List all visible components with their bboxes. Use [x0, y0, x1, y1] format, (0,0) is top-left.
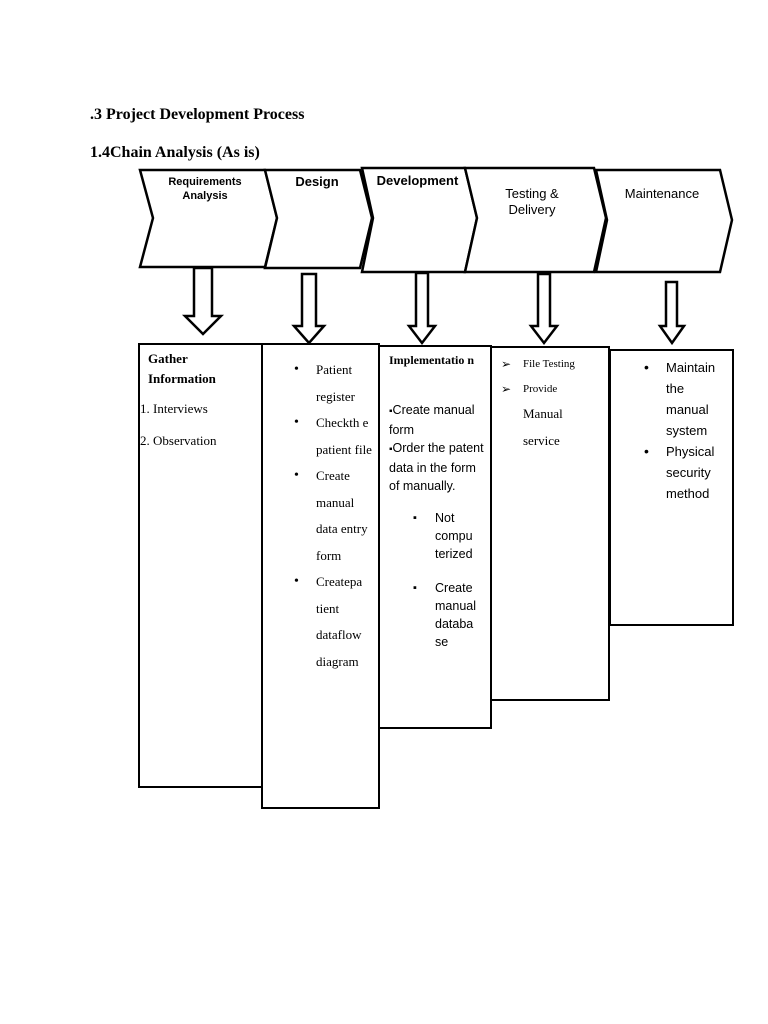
chevron-design	[263, 168, 374, 270]
list-item: Createpa tient dataflow diagram	[294, 569, 376, 675]
list-item: File Testing	[501, 352, 607, 377]
list-item: Provide	[501, 377, 607, 402]
development-sublist: Not compu terized Create manual databa s…	[413, 509, 489, 651]
chevron-testing-delivery	[463, 166, 608, 274]
down-arrow-design	[291, 272, 327, 345]
down-arrow-requirements	[181, 266, 225, 336]
down-arrow-testing	[528, 272, 560, 346]
box-requirements-title: Gather Information	[148, 351, 216, 386]
stage-label-testing-delivery: Testing & Delivery	[505, 186, 559, 218]
box-development-title: Implementatio n	[389, 353, 474, 367]
testing-list: File Testing Provide	[501, 352, 607, 402]
stage-label-development: Development	[376, 173, 459, 188]
list-item: ▪Create manual form	[389, 403, 475, 437]
box-design: Patient register Checkth e patient file …	[261, 343, 380, 809]
list-item: Patient register	[294, 357, 376, 410]
testing-extra-text: Manual service	[523, 406, 563, 448]
subsection-heading: 1.4Chain Analysis (As is)	[90, 144, 260, 161]
box-testing: File Testing Provide Manual service	[490, 346, 610, 701]
list-item: Not compu terized	[413, 509, 489, 563]
list-item: Create manual databa se	[413, 579, 489, 651]
down-arrow-development	[406, 271, 438, 346]
maintenance-list: Maintain the manual system Physical secu…	[644, 357, 730, 504]
stage-label-maintenance: Maintenance	[624, 186, 700, 201]
chevron-maintenance	[594, 168, 734, 274]
box-development: Implementatio n ▪Create manual form ▪Ord…	[378, 345, 492, 729]
box-maintenance: Maintain the manual system Physical secu…	[609, 349, 734, 626]
list-item: Maintain the manual system	[644, 357, 730, 441]
section-heading: .3 Project Development Process	[90, 106, 305, 123]
stage-label-design: Design	[295, 174, 339, 189]
down-arrow-maintenance	[657, 280, 687, 346]
list-item: 2. Observation	[140, 433, 217, 448]
list-item: ▪Order the patent data in the form of ma…	[389, 441, 484, 493]
development-list: ▪Create manual form ▪Order the patent da…	[389, 401, 489, 495]
list-item: Checkth e patient file	[294, 410, 376, 463]
design-list: Patient register Checkth e patient file …	[294, 357, 376, 675]
stage-label-requirements: Requirements Analysis	[168, 176, 242, 202]
list-item: 1. Interviews	[140, 401, 208, 416]
list-item: Create manual data entry form	[294, 463, 376, 569]
box-requirements: Gather Information 1. Interviews 2. Obse…	[138, 343, 264, 788]
list-item: Physical security method	[644, 441, 730, 504]
